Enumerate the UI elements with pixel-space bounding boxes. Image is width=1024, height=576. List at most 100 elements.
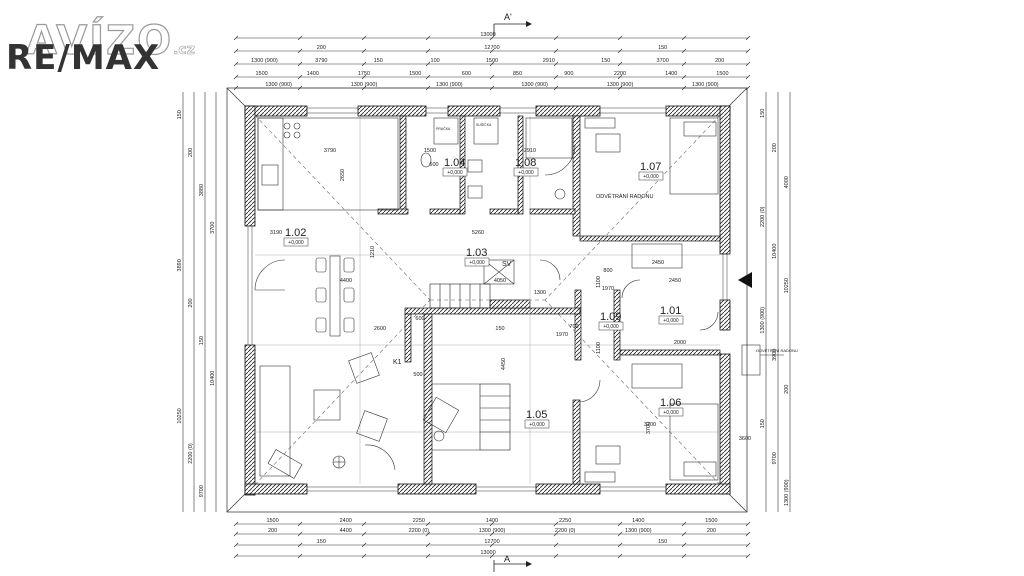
dimension-tick	[361, 48, 367, 54]
dimension-tick	[425, 542, 431, 548]
dim-left-value: 9700	[199, 485, 205, 497]
dimension-tick	[297, 48, 303, 54]
dimension-tick	[489, 35, 495, 41]
dimension-tick	[681, 542, 687, 548]
dimension-tick	[297, 521, 303, 527]
dimension-tick	[553, 542, 559, 548]
room-level: +0,000	[469, 260, 485, 266]
dimension-tick	[489, 74, 495, 80]
room-number: 1.09	[600, 311, 621, 323]
dimension-tick	[745, 521, 751, 527]
avizo-logo: AVÍZO.cz	[25, 17, 195, 64]
dim-top-value: 100	[431, 58, 440, 64]
dimension-tick	[297, 61, 303, 67]
dim-top-value: 1750	[358, 71, 370, 77]
room-level-box	[464, 257, 490, 267]
dim-top-value: 600	[462, 71, 471, 77]
interior-dimension: 3600	[739, 436, 751, 442]
dimension-tick	[745, 35, 751, 41]
dim-bottom-value: 2250	[559, 518, 571, 524]
interior-dimension: 1970	[556, 332, 568, 338]
interior-dimension: 5260	[472, 230, 484, 236]
dim-top-value: 150	[658, 45, 667, 51]
interior-dimension: 2650	[340, 169, 346, 181]
dim-top-value: 1500	[716, 71, 728, 77]
interior-dimension: 2450	[669, 278, 681, 284]
room-number: 1.02	[285, 227, 306, 239]
interior-dimension: 1210	[370, 246, 376, 258]
section-mark-bottom: A	[493, 554, 532, 572]
dimension-tick	[297, 531, 303, 537]
dimension-tick	[425, 521, 431, 527]
remax-logo: RE/MAX	[6, 38, 161, 78]
section-label-bottom: A	[504, 554, 510, 564]
dimension-tick	[745, 74, 751, 80]
room-level-box	[598, 321, 624, 331]
dim-top-value: 1500	[255, 71, 267, 77]
room-number: 1.05	[526, 409, 547, 421]
dim-top-value: 1500	[409, 71, 421, 77]
dimension-tick	[553, 531, 559, 537]
dimension-tick	[233, 542, 239, 548]
dimension-tick	[745, 531, 751, 537]
dim-bottom-value: 2400	[340, 518, 352, 524]
door-swings	[254, 144, 719, 471]
dimension-tick	[297, 542, 303, 548]
room-level-box	[513, 167, 539, 177]
dim-right-value: 150	[760, 109, 766, 118]
dimension-tick	[617, 35, 623, 41]
dim-right-value: 10250	[784, 278, 790, 293]
room-number: 1.08	[515, 157, 536, 169]
dim-right-value: 4000	[784, 176, 790, 188]
room-level-box	[658, 407, 684, 417]
dimension-tick	[233, 61, 239, 67]
entrance-marker-icon	[738, 272, 752, 288]
dimension-tick	[553, 35, 559, 41]
dim-bottom-value: 200	[707, 528, 716, 534]
room-number: 1.07	[640, 161, 661, 173]
furniture	[257, 117, 784, 483]
dim-right-value: 10400	[772, 244, 778, 259]
dimension-tick	[745, 542, 751, 548]
dim-left-value: 3700	[210, 222, 216, 234]
interior-dimension: 3700	[646, 422, 652, 434]
room-level: +0,000	[663, 318, 679, 324]
dimension-tick	[233, 531, 239, 537]
dim-left-value: 150	[199, 336, 205, 345]
interior-dimension: 1500	[424, 148, 436, 154]
outer-walls	[244, 105, 731, 496]
room-level: +0,000	[288, 240, 304, 246]
dimension-tick	[617, 553, 623, 559]
dim-bottom-value: 150	[317, 539, 326, 545]
dim-top-value: 1300 (900)	[692, 82, 719, 88]
k1-label: K1	[393, 359, 402, 366]
sv-label: SV	[502, 261, 512, 268]
dimension-tick	[425, 48, 431, 54]
interior-dimension: 3790	[324, 148, 336, 154]
dimension-tick	[617, 531, 623, 537]
dim-top-value: 1300 (900)	[351, 82, 378, 88]
interior-dimension: 800	[603, 268, 612, 274]
dryer-label: SUŠIČKA	[476, 122, 492, 127]
dimension-tick	[681, 74, 687, 80]
room-level-box	[638, 171, 664, 181]
room-level: +0,000	[663, 410, 679, 416]
dim-bottom-value: 1300 (900)	[625, 528, 652, 534]
dim-right-value: 9700	[772, 452, 778, 464]
interior-dimension: 600	[429, 162, 438, 168]
room-level: +0,000	[529, 422, 545, 428]
dimension-tick	[425, 553, 431, 559]
section-mark-top: A'	[493, 12, 532, 36]
dim-right-value: 1300 (900)	[760, 307, 766, 334]
dimension-tick	[617, 61, 623, 67]
dim-top-value: 12700	[484, 45, 499, 51]
dim-bottom-value: 1400	[486, 518, 498, 524]
dimension-tick	[361, 531, 367, 537]
dimension-tick	[489, 61, 495, 67]
dim-top-value: 1300 (900)	[436, 82, 463, 88]
dim-bottom-value: 2200 (0)	[555, 528, 576, 534]
dim-top-value: 850	[513, 71, 522, 77]
